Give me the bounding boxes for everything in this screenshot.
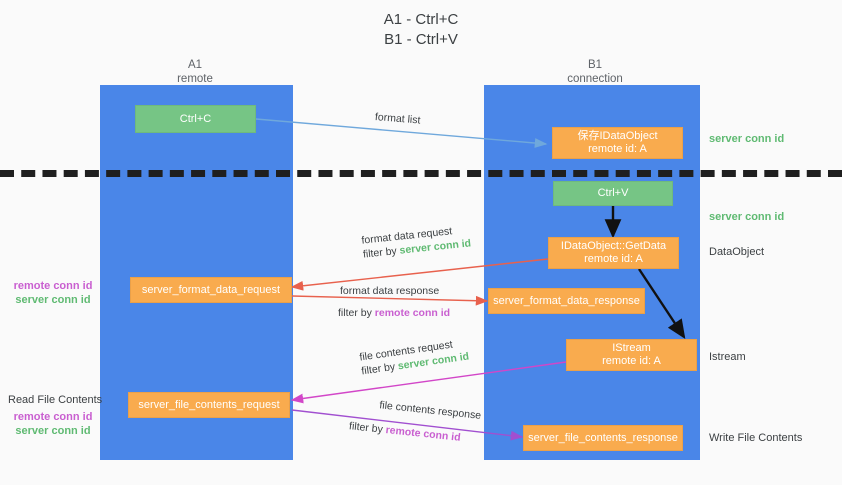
left-label-group-1: remote conn id server conn id [8, 279, 98, 307]
right-label-istream: Istream [709, 351, 746, 363]
filter-token-remote-conn-id: remote conn id [374, 307, 451, 319]
box-server-file-contents-request[interactable]: server_file_contents_request [128, 392, 290, 418]
box-ctrl-v-label: Ctrl+V [597, 187, 629, 199]
left-label-group-2: remote conn id server conn id [8, 410, 98, 438]
title-line-2: B1 - Ctrl+V [384, 31, 458, 48]
arrow-format-list [255, 118, 548, 148]
arrow-file-contents-response [291, 409, 524, 441]
box-server-format-data-request-label: server_format_data_request [141, 283, 281, 296]
right-label-dataobject: DataObject [709, 246, 765, 258]
label-format-data-response-top: format data response [340, 285, 440, 297]
box-server-file-contents-response[interactable]: server_file_contents_response [523, 425, 683, 451]
column-header-a1: A1 remote [125, 58, 265, 86]
title-line-1: A1 - Ctrl+C [383, 11, 459, 28]
box-istream-label: IStream [612, 342, 651, 354]
box-istream-remote-id: remote id: A [602, 355, 661, 367]
box-ctrl-c[interactable]: Ctrl+C [135, 105, 256, 133]
column-b1-name: B1 [587, 59, 603, 71]
column-a1-name: A1 [187, 59, 203, 71]
box-save-idataobject-remote-id: remote id: A [588, 143, 647, 155]
box-idataobject-getdata-remote-id: remote id: A [584, 253, 643, 265]
box-server-file-contents-response-label: server_file_contents_response [528, 431, 678, 444]
label-format-data-response: format data response filter by remote co… [338, 284, 450, 320]
filter-prefix: filter by [348, 420, 387, 436]
filter-prefix: filter by [362, 244, 401, 261]
box-server-file-contents-request-label: server_file_contents_request [138, 398, 280, 411]
left-label-read-file-contents: Read File Contents [8, 394, 103, 406]
phase-divider [0, 170, 842, 177]
column-header-b1: B1 connection [525, 58, 665, 86]
box-istream[interactable]: IStream remote id: A [566, 339, 697, 371]
box-idataobject-getdata[interactable]: IDataObject::GetData remote id: A [548, 237, 679, 269]
filter-prefix: filter by [338, 307, 375, 319]
arrow-format-data-request [290, 258, 549, 291]
arrow-getdata-to-istream [637, 268, 686, 340]
column-b1-sub: connection [567, 73, 623, 85]
right-label-server-conn-id-1: server conn id [709, 133, 785, 145]
left-label-remote-conn-id-1: remote conn id [13, 280, 93, 292]
right-label-server-conn-id-2: server conn id [709, 211, 785, 223]
right-label-write-file-contents: Write File Contents [709, 432, 803, 444]
box-server-format-data-response[interactable]: server_format_data_response [488, 288, 645, 314]
left-label-server-conn-id-1: server conn id [15, 294, 91, 306]
box-server-format-data-response-label: server_format_data_response [493, 294, 640, 307]
box-save-idataobject-label: 保存IDataObject [577, 130, 658, 142]
box-save-idataobject[interactable]: 保存IDataObject remote id: A [552, 127, 683, 159]
box-idataobject-getdata-label: IDataObject::GetData [560, 240, 667, 252]
box-ctrl-v[interactable]: Ctrl+V [553, 181, 673, 206]
left-label-remote-conn-id-2: remote conn id [13, 411, 93, 423]
label-format-data-response-filter: filter by remote conn id [338, 306, 450, 320]
column-a1-sub: remote [177, 73, 213, 85]
diagram-title: A1 - Ctrl+C B1 - Ctrl+V [0, 10, 842, 50]
box-server-format-data-request[interactable]: server_format_data_request [130, 277, 292, 303]
arrow-file-contents-request [290, 361, 567, 404]
arrow-format-data-response [291, 295, 489, 306]
left-label-server-conn-id-2: server conn id [15, 425, 91, 437]
box-ctrl-c-label: Ctrl+C [179, 112, 212, 125]
